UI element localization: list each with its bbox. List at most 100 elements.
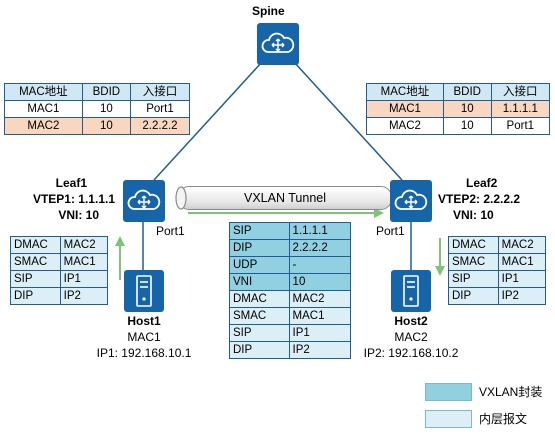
field-value: MAC1 [288,307,352,325]
field-name: SIP [229,222,290,240]
field-value: MAC2 [59,236,109,254]
table-row: MAC2 10 Port1 [366,117,551,135]
table-cell: MAC2 [4,117,83,135]
table-cell: MAC1 [366,100,444,118]
table-header: 入接口 [129,83,191,101]
field-value: IP2 [497,287,547,305]
table-cell: Port1 [129,100,191,118]
leaf2-name: Leaf2 [466,176,498,190]
legend-label-inner: 内层报文 [479,412,528,426]
router-cloud-icon [257,23,299,65]
leaf1-vni: VNI: 10 [58,208,99,222]
leaf1-port: Port1 [156,224,185,238]
legend-swatch-inner [425,410,472,428]
table-cell: 10 [81,117,131,135]
leaf2-vtep: VTEP2: 2.2.2.2 [438,192,521,206]
field-value: IP2 [288,341,352,359]
table-header: MAC地址 [366,83,444,101]
host2-ip: IP2: 192.168.10.2 [363,346,459,360]
leaf2-port: Port1 [376,224,405,238]
field-name: SMAC [448,253,499,271]
host2-mac: MAC2 [394,330,428,344]
field-name: SIP [10,270,61,288]
table-cell: 10 [442,117,492,135]
host1-mac: MAC1 [127,330,161,344]
server-icon [391,270,431,312]
arrow-right-icon [188,208,384,218]
arrow-up-icon [115,236,125,280]
server-icon [124,270,164,312]
field-value: 10 [288,273,352,291]
leaf2-vni: VNI: 10 [453,208,494,222]
router-cloud-icon [123,180,165,222]
field-name: DIP [10,287,61,305]
field-name: SMAC [10,253,61,271]
field-value: MAC1 [497,253,547,271]
field-value: IP1 [497,270,547,288]
vxlan-tunnel: VXLAN Tunnel [178,186,392,210]
router-cloud-icon [390,180,432,222]
table-row: UDP- [229,256,352,274]
host2-name: Host2 [394,314,428,328]
link-spine-leaf1 [153,61,263,181]
table-cell: MAC1 [4,100,83,118]
mac-table-leaf1: MAC地址 BDID 入接口 MAC1 10 Port1 MAC2 10 2.2… [4,83,191,135]
field-name: DIP [448,287,499,305]
leaf1-vtep: VTEP1: 1.1.1.1 [32,192,115,206]
table-cell: 10 [81,100,131,118]
field-name: SMAC [229,307,290,325]
field-value: MAC1 [59,253,109,271]
field-value: 1.1.1.1 [288,222,352,240]
field-name: DMAC [10,236,61,254]
field-value: IP1 [59,270,109,288]
field-name: VNI [229,273,290,291]
link-spine-leaf2 [293,61,403,181]
field-name: UDP [229,256,290,274]
field-name: DIP [229,239,290,257]
table-cell: MAC2 [366,117,444,135]
legend-swatch-outer [425,383,472,401]
field-value: IP2 [59,287,109,305]
field-value: MAC2 [288,290,352,308]
arrow-down-icon [435,238,445,276]
table-header: BDID [81,83,131,101]
field-name: DIP [229,341,290,359]
table-cell: 1.1.1.1 [490,100,551,118]
field-name: DMAC [448,236,499,254]
leaf1-name: Leaf1 [55,176,87,190]
table-header: MAC地址 [4,83,83,101]
table-row: MAC1 10 Port1 [4,100,191,118]
field-value: IP1 [288,324,352,342]
host1-name: Host1 [127,314,161,328]
tunnel-label: VXLAN Tunnel [244,191,326,205]
field-value: - [288,256,352,274]
table-header: BDID [442,83,492,101]
table-cell: 2.2.2.2 [129,117,191,135]
table-header: 入接口 [490,83,551,101]
field-name: SIP [229,324,290,342]
table-cell: Port1 [490,117,551,135]
table-row: MAC1 10 1.1.1.1 [366,100,551,118]
tunnel-end-cap [175,186,187,210]
spine-label: Spine [252,4,285,18]
field-value: 2.2.2.2 [288,239,352,257]
field-name: DMAC [229,290,290,308]
